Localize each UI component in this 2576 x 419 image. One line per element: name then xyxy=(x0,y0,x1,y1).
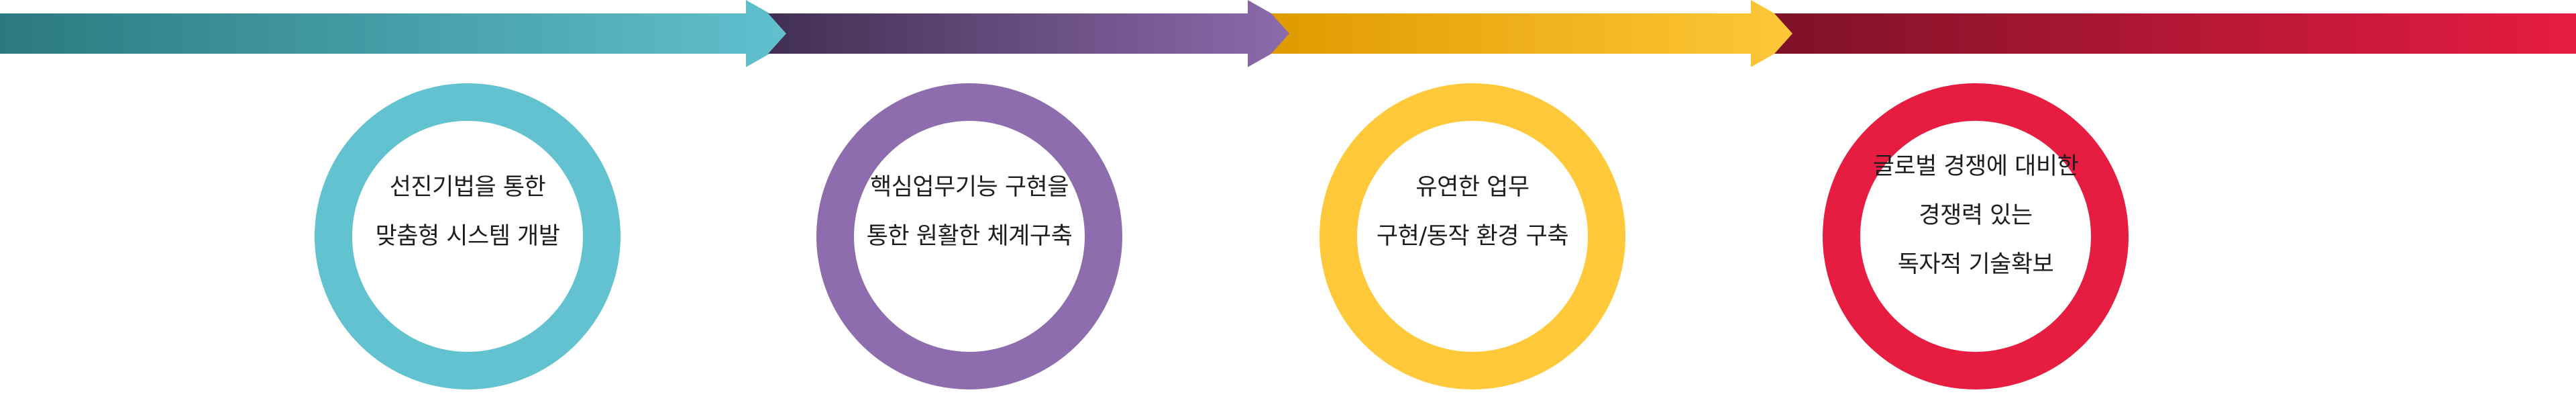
ring-4 xyxy=(1823,83,2129,389)
ring-2 xyxy=(816,83,1122,389)
step-1-line-1: 선진기법을 통한 xyxy=(389,174,546,201)
step-4-line-2: 경쟁력 있는 xyxy=(1919,202,2033,229)
step-4-label: 글로벌 경쟁에 대비한 경쟁력 있는 독자적 기술확보 xyxy=(1831,142,2120,289)
band-tail-4 xyxy=(1774,13,2576,54)
band-arrow-2 xyxy=(768,0,1307,67)
band-arrow-3 xyxy=(1271,0,1810,67)
step-3-line-1: 유연한 업무 xyxy=(1415,174,1529,201)
step-4-line-1: 글로벌 경쟁에 대비한 xyxy=(1872,153,2079,180)
step-2-line-2: 통한 원활한 체계구축 xyxy=(866,223,1073,250)
step-3-line-2: 구현/동작 환경 구축 xyxy=(1376,223,1569,250)
step-2-line-1: 핵심업무기능 구현을 xyxy=(870,174,1069,201)
step-4-line-3: 독자적 기술확보 xyxy=(1897,251,2054,278)
step-3-label: 유연한 업무 구현/동작 환경 구축 xyxy=(1328,163,1617,261)
step-2-label: 핵심업무기능 구현을 통한 원활한 체계구축 xyxy=(825,163,1114,261)
step-1-line-2: 맞춤형 시스템 개발 xyxy=(375,223,560,250)
ring-1 xyxy=(315,83,621,389)
band-arrow-1 xyxy=(0,0,805,67)
ring-3 xyxy=(1320,83,1625,389)
step-1-label: 선진기법을 통한 맞춤형 시스템 개발 xyxy=(323,163,612,261)
